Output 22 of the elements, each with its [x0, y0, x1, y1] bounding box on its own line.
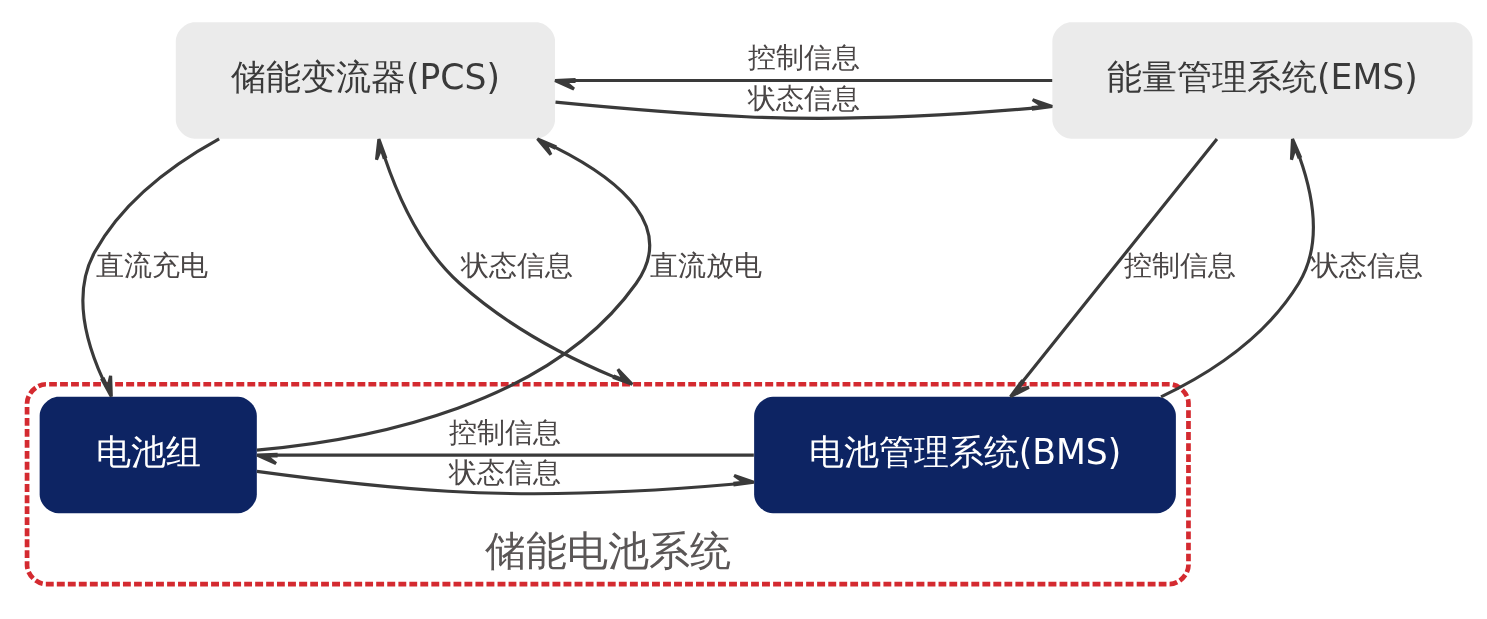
node-box: 电池组: [39, 396, 257, 514]
edge-label: 状态信息: [1311, 248, 1424, 282]
arrow: [256, 137, 652, 452]
arrow: [1008, 137, 1219, 399]
node-box: 储能变流器(PCS): [175, 22, 556, 139]
edge-label: 控制信息: [747, 40, 860, 74]
edge-label: 控制信息: [449, 415, 562, 449]
arrow: [255, 452, 754, 466]
edge-label: 控制信息: [1123, 248, 1236, 282]
edge-label: 状态信息: [461, 248, 574, 282]
arrow: [1160, 137, 1315, 399]
arrow: [256, 469, 756, 496]
node-box: 能量管理系统(EMS): [1052, 22, 1473, 139]
edge-label: 状态信息: [449, 456, 562, 490]
node-box: 电池管理系统(BMS): [754, 396, 1176, 514]
edge-label: 状态信息: [747, 81, 860, 115]
arrow: [555, 98, 1054, 120]
arrow: [374, 137, 634, 386]
arrow: [81, 137, 220, 398]
edge-label: 直流充电: [96, 248, 209, 282]
edge-label: 直流放电: [650, 248, 763, 282]
arrow: [553, 78, 1053, 91]
